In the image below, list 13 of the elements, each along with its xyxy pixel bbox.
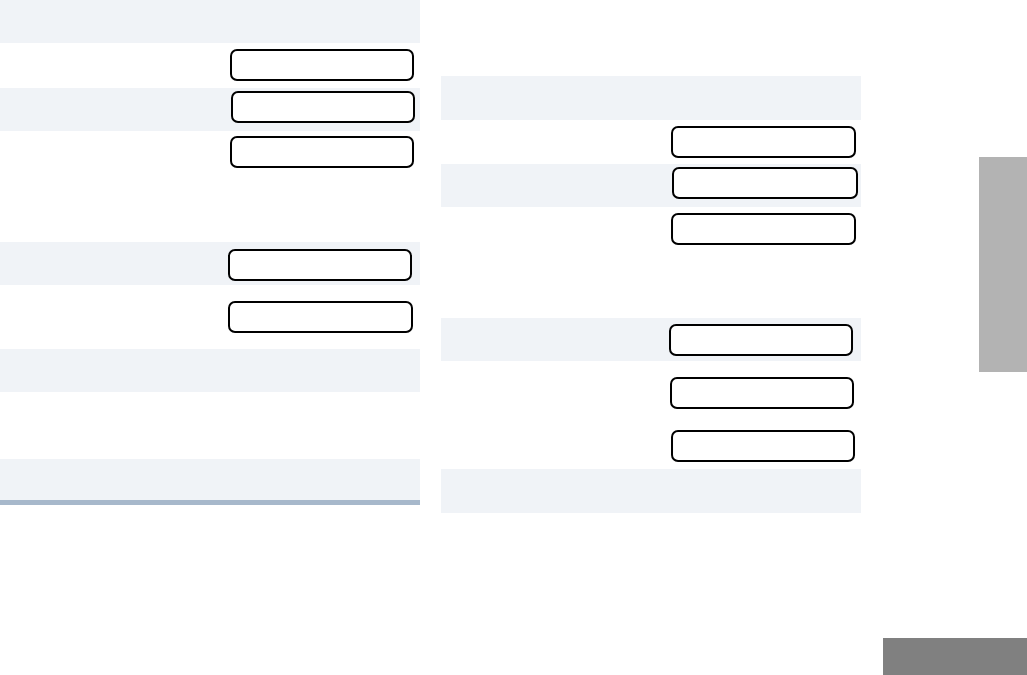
display-box: [228, 301, 413, 333]
display-box: [230, 136, 414, 168]
display-box: [671, 126, 856, 158]
display-box: [231, 91, 415, 123]
display-box: [671, 430, 855, 462]
display-box: [228, 249, 412, 281]
display-box: [670, 377, 854, 409]
page-tab: [883, 638, 1027, 675]
display-box: [230, 49, 414, 81]
side-tab: [979, 157, 1027, 372]
display-box: [669, 324, 853, 356]
display-box: [671, 213, 856, 245]
display-box: [672, 167, 858, 199]
